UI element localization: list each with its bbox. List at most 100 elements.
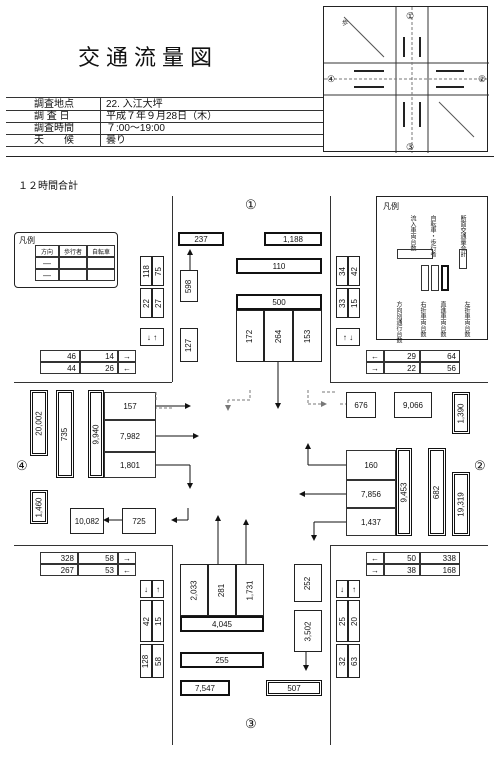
west-in-total: 9,940 xyxy=(88,390,104,478)
south-ped-l-b1: 15 xyxy=(152,600,164,642)
south-row-l-0-0: 328 xyxy=(40,552,78,564)
legend2-bottom-2: 直進車両台数 xyxy=(439,301,445,337)
inset-label-south: ③ xyxy=(406,142,415,152)
west-out-a: 10,082 xyxy=(70,508,104,534)
legend2-col-2: 断面交通量合計 xyxy=(459,215,465,257)
legend2-sample-bar xyxy=(431,265,439,291)
south-ped-l-c0: 128 xyxy=(140,644,152,678)
north-in-total: 500 xyxy=(236,294,322,310)
legend-left: 凡例 方向 歩行者 自転車 — — xyxy=(14,232,118,288)
south-ped-r-b1: 20 xyxy=(348,600,360,642)
info-value-0: 22. 入江大坪 xyxy=(106,99,163,110)
inset-map-drawing xyxy=(324,7,489,153)
north-row-l-0-1: 14 xyxy=(80,350,118,362)
north-ped-l-t1: 75 xyxy=(152,256,164,286)
legend-header-2: 自転車 xyxy=(87,245,115,257)
south-ped-l-c1: 58 xyxy=(152,644,164,678)
legend-cell xyxy=(87,269,115,281)
north-section-right: 1,188 xyxy=(264,232,322,246)
south-row-l-0-2: → xyxy=(118,552,136,564)
legend2-sample-bar xyxy=(459,249,467,269)
west-out-b: 725 xyxy=(122,508,156,534)
north-out-a: 598 xyxy=(180,270,198,302)
diagram-area xyxy=(6,156,494,770)
south-row-r-1-2: 168 xyxy=(420,564,460,576)
legend2-title: 凡例 xyxy=(383,202,399,211)
west-section-mid: 735 xyxy=(56,390,74,478)
south-ped-r-c1: 63 xyxy=(348,644,360,678)
north-ped-l-b0: 22 xyxy=(140,288,152,318)
south-ped-l-a1: ↑ xyxy=(152,580,164,598)
east-in-total: 9,453 xyxy=(396,448,412,536)
west-out-total: 1,460 xyxy=(30,490,48,524)
legend2-col-0: 流入車両台数 xyxy=(409,215,415,251)
north-ped-l-t0: 118 xyxy=(140,256,152,286)
inset-label-west: ④ xyxy=(327,74,336,84)
south-ped-r-b0: 25 xyxy=(336,600,348,642)
west-section-left: 20,002 xyxy=(30,390,48,456)
south-row-l-1-1: 53 xyxy=(78,564,118,576)
south-row-l-0-1: 58 xyxy=(78,552,118,564)
west-in-split-2: 1,801 xyxy=(104,452,156,478)
south-ped-r-a1: ↑ xyxy=(348,580,360,598)
info-label-0: 調査地点 xyxy=(34,99,74,110)
north-in-split-1: 264 xyxy=(264,310,293,362)
legend-row-1: — xyxy=(35,269,59,281)
south-ped-l-b0: 42 xyxy=(140,600,152,642)
north-out-b: 127 xyxy=(180,328,198,362)
inset-label-small: 歩 xyxy=(342,21,349,27)
approach-label-west: ④ xyxy=(16,458,28,473)
legend-row-0: — xyxy=(35,257,59,269)
north-out-total: 110 xyxy=(236,258,322,274)
south-section-left: 7,547 xyxy=(180,680,230,696)
north-row-r-0-1: 29 xyxy=(384,350,420,362)
north-ped-r-t0: 34 xyxy=(336,256,348,286)
north-in-split-2: 153 xyxy=(293,310,322,362)
north-row-r-1-0: → xyxy=(366,362,384,374)
north-in-split-0: 172 xyxy=(236,310,264,362)
info-value-2: ７:00～19:00 xyxy=(106,123,165,134)
east-in-split-0: 160 xyxy=(346,450,396,480)
north-ped-l-arrows: ↓ ↑ xyxy=(140,328,164,346)
info-value-1: 平成７年９月28日（木） xyxy=(106,111,218,122)
info-label-3: 天 候 xyxy=(34,135,74,146)
approach-label-north: ① xyxy=(245,197,257,212)
approach-label-south: ③ xyxy=(245,716,257,731)
north-ped-r-arrows: ↑ ↓ xyxy=(336,328,360,346)
west-in-split-0: 157 xyxy=(104,392,156,420)
south-in-total: 4,045 xyxy=(180,616,264,632)
south-in-split-1: 281 xyxy=(208,564,236,616)
north-row-l-1-2: ← xyxy=(118,362,136,374)
north-row-l-0-0: 46 xyxy=(40,350,80,362)
north-ped-r-b1: 15 xyxy=(348,288,360,318)
north-section-left: 237 xyxy=(178,232,224,246)
inset-map: ① ② ③ ④ 歩 xyxy=(323,6,489,153)
legend2-sample-box xyxy=(397,249,433,259)
south-row-l-1-2: ← xyxy=(118,564,136,576)
south-row-r-0-0: ← xyxy=(366,552,384,564)
south-section-right: 507 xyxy=(266,680,322,696)
legend2-sample-bar xyxy=(421,265,429,291)
north-ped-l-b1: 27 xyxy=(152,288,164,318)
legend-title: 凡例 xyxy=(19,236,35,245)
info-label-1: 調 査 日 xyxy=(34,111,70,122)
legend-header-1: 歩行者 xyxy=(59,245,87,257)
east-section-right: 19,319 xyxy=(452,472,470,536)
north-row-r-0-0: ← xyxy=(366,350,384,362)
north-row-r-0-2: 64 xyxy=(420,350,460,362)
legend2-bottom-1: 右折車両台数 xyxy=(419,301,425,337)
legend2-sample-bar xyxy=(441,265,449,291)
legend2-bottom-0: 方向別通行台数 xyxy=(395,301,401,343)
south-row-r-1-0: → xyxy=(366,564,384,576)
south-row-r-0-1: 50 xyxy=(384,552,420,564)
east-in-split-2: 1,437 xyxy=(346,508,396,536)
north-row-r-1-1: 22 xyxy=(384,362,420,374)
legend-cell xyxy=(59,269,87,281)
approach-label-east: ② xyxy=(474,458,486,473)
south-row-r-1-1: 38 xyxy=(384,564,420,576)
info-value-3: 曇り xyxy=(106,135,126,146)
legend2-col-1: 自転車・歩行者 xyxy=(429,215,435,257)
info-label-2: 調査時間 xyxy=(34,123,74,134)
